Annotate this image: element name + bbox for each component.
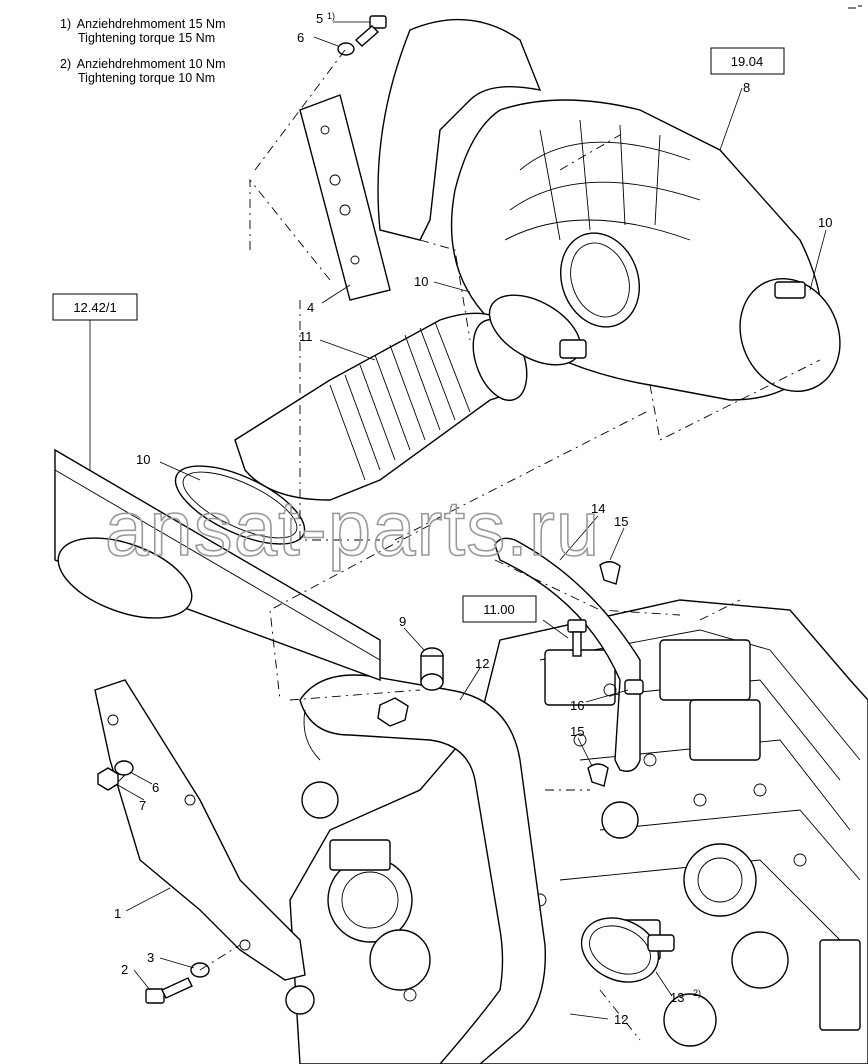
- callout-labels: 5 1) 6 8 10 4 10 11 10 14 15 9 12 16 15 …: [114, 11, 832, 1027]
- holder-band: [377, 18, 542, 241]
- callout-10: 10: [818, 215, 832, 230]
- clip-16: [624, 679, 644, 695]
- callout-14: 14: [591, 501, 605, 516]
- note-german: Anziehdrehmoment 15 Nm: [76, 17, 226, 31]
- corner-mark: [848, 5, 862, 9]
- callout-11: 11: [299, 329, 313, 344]
- mounting-bracket: [94, 679, 306, 981]
- ref-label: 19.04: [731, 54, 764, 69]
- callout-6: 6: [297, 30, 304, 45]
- ref-label: 12.42/1: [73, 300, 116, 315]
- note-german: Anziehdrehmoment 10 Nm: [76, 57, 226, 71]
- ref-box-12-42-1: 12.42/1: [52, 293, 138, 321]
- callout-15: 15: [614, 514, 628, 529]
- ref-box-19-04: 19.04: [710, 47, 785, 75]
- note-number: 2): [60, 57, 72, 71]
- callout-5: 5: [316, 11, 323, 26]
- bolt-2: [145, 977, 193, 1004]
- washer-6-lower: [114, 760, 134, 776]
- callout-13: 13: [670, 990, 684, 1005]
- ref-label: 11.00: [483, 602, 515, 617]
- ref-box-11-00: 11.00: [462, 595, 537, 623]
- note-english: Tightening torque 15 Nm: [78, 31, 216, 45]
- callout-note-1: 1): [327, 11, 335, 21]
- callout-note-2: 2): [693, 988, 701, 998]
- intake-pipe: [299, 674, 546, 1064]
- bellows-hose: [234, 312, 528, 501]
- sleeve-9: [420, 647, 444, 691]
- note-english: Tightening torque 10 Nm: [78, 71, 216, 85]
- hex-nut: [377, 697, 409, 727]
- callout-4: 4: [307, 300, 314, 315]
- torque-note-1: 1) Anziehdrehmoment 15 Nm Tightening tor…: [60, 17, 225, 45]
- callout-8: 8: [743, 80, 750, 95]
- bolt-11-00: [567, 619, 587, 657]
- callout-1: 1: [114, 906, 121, 921]
- callout-9: 9: [399, 614, 406, 629]
- nut-7: [97, 767, 119, 791]
- bolt-5: [354, 15, 387, 47]
- torque-note-2: 2) Anziehdrehmoment 10 Nm Tightening tor…: [60, 57, 225, 85]
- clamp-10-right: [739, 277, 841, 393]
- callout-6: 6: [152, 780, 159, 795]
- clip-15-lower: [587, 763, 609, 787]
- washer-6-top: [337, 42, 355, 56]
- clip-15-top: [599, 561, 621, 585]
- callout-2: 2: [121, 962, 128, 977]
- callout-3: 3: [147, 950, 154, 965]
- clamp-10-lower: [174, 465, 306, 545]
- watermark: ansat-parts.ru: [105, 484, 600, 572]
- callout-12: 12: [475, 656, 489, 671]
- small-hose: [494, 537, 641, 772]
- callout-16: 16: [570, 698, 584, 713]
- callout-10: 10: [414, 274, 428, 289]
- callout-7: 7: [139, 798, 146, 813]
- clamp-13: [580, 917, 660, 983]
- callout-12: 12: [614, 1012, 628, 1027]
- bracket-4: [299, 94, 391, 301]
- leader-lines: [89, 21, 827, 1020]
- note-number: 1): [60, 17, 72, 31]
- engine-block: [285, 599, 868, 1064]
- callout-15: 15: [570, 724, 584, 739]
- callout-10: 10: [136, 452, 150, 467]
